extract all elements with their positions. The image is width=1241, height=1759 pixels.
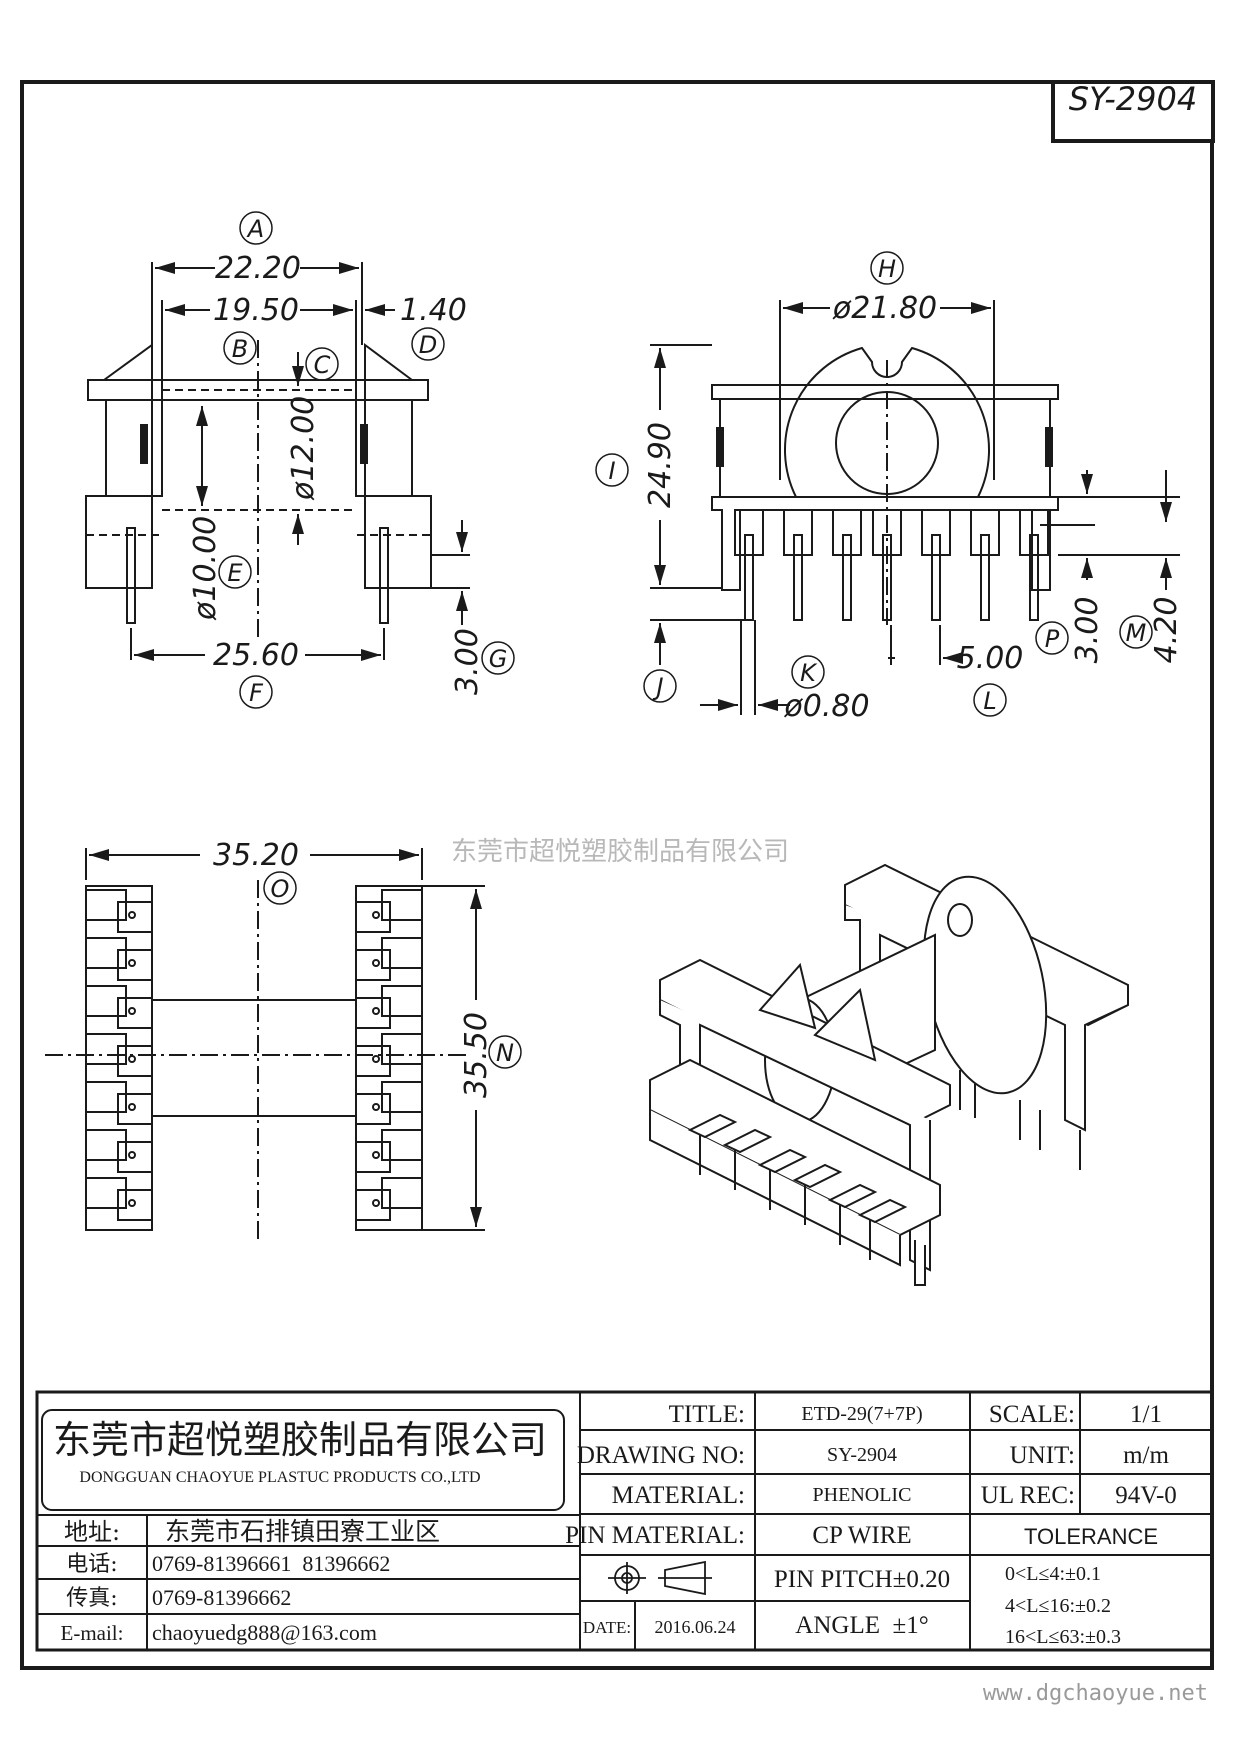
dim-p-value: 3.00 [1070,597,1105,664]
website-watermark: www.dgchaoyue.net [983,1681,1208,1706]
dim-c-value: ø12.00 [286,396,321,501]
front-view-dims: 22.20 19.50 1.40 ø12.00 ø10.00 25.60 3.0… [188,251,485,695]
unit-value: m/m [1123,1442,1169,1469]
label-g: G [489,645,508,673]
ul-rec-label: UL REC: [981,1482,1075,1509]
front-view-labels [218,211,515,709]
dim-b-value: 19.50 [213,293,299,328]
side-view-labels [595,251,1153,717]
dim-o-value: 35.20 [213,838,299,873]
tolerance-range-3: 16<L≤63:±0.3 [1005,1626,1121,1648]
ul-rec-value: 94V-0 [1115,1482,1177,1509]
dim-d-value: 1.40 [400,293,467,328]
isometric-view [649,863,1129,1286]
side-view-dims: ø21.80 24.90 ø0.80 5.00 3.00 4.20 [643,291,1184,724]
address-value: 东莞市石排镇田寮工业区 [165,1517,440,1546]
label-h: H [878,255,896,283]
tolerance-range-1: 0<L≤4:±0.1 [1005,1563,1101,1585]
company-name-en: DONGGUAN CHAOYUE PLASTUC PRODUCTS CO.,LT… [79,1469,480,1486]
date-value: 2016.06.24 [655,1617,736,1637]
fax-label: 传真: [66,1586,117,1611]
dim-f-value: 25.60 [213,638,299,673]
fax-value: 0769-81396662 [152,1585,291,1610]
watermark: 东莞市超悦塑胶制品有限公司 [451,837,789,867]
label-m: M [1126,619,1147,647]
material-value: PHENOLIC [813,1484,912,1506]
dim-h-value: ø21.80 [832,291,937,326]
front-view [85,262,470,661]
label-a: A [246,215,264,243]
dim-e-value: ø10.00 [188,516,223,621]
email-label: E-mail: [61,1621,124,1645]
company-name-cn: 东莞市超悦塑胶制品有限公司 [53,1418,547,1462]
dim-k-value: ø0.80 [783,689,869,724]
sheet-border [20,80,1214,1670]
date-label: DATE: [583,1618,631,1637]
pin-pitch: PIN PITCH±0.20 [774,1566,950,1593]
bottom-view [45,848,485,1240]
side-view [650,300,1180,715]
label-k: K [800,659,818,687]
drawing-code-box: SY-2904 [1051,80,1215,143]
email-value: chaoyuedg888@163.com [152,1620,377,1645]
tolerance-label: TOLERANCE [1024,1524,1158,1549]
title-block-text: 东莞市超悦塑胶制品有限公司 DONGGUAN CHAOYUE PLASTUC P… [53,1401,1177,1648]
label-n: N [496,1039,514,1067]
scale-label: SCALE: [989,1401,1075,1428]
phone-label: 电话: [66,1552,117,1577]
label-j: J [652,673,663,701]
dim-i-value: 24.90 [643,422,678,508]
drawing-no-label: DRAWING NO: [577,1442,745,1469]
pin-material-value: CP WIRE [812,1522,911,1549]
label-p: P [1045,625,1060,653]
title-block [35,1390,1214,1652]
address-label: 地址: [64,1518,120,1546]
drawing-code: SY-2904 [1069,80,1197,118]
label-l: L [983,687,996,715]
title-value: ETD-29(7+7P) [801,1403,922,1425]
tolerance-range-2: 4<L≤16:±0.2 [1005,1595,1111,1617]
label-e: E [227,559,243,587]
drawing-no-value: SY-2904 [827,1444,897,1466]
label-b: B [232,335,248,363]
pin-material-label: PIN MATERIAL: [565,1522,745,1549]
label-d: D [419,331,437,359]
angle-tolerance: ANGLE ±1° [795,1612,928,1639]
scale-value: 1/1 [1130,1401,1162,1428]
dim-a-value: 22.20 [215,251,301,286]
dim-g-value: 3.00 [450,628,485,695]
label-i: I [608,457,615,485]
unit-label: UNIT: [1010,1442,1075,1469]
dim-n-value: 35.50 [459,1012,494,1098]
phone-value: 0769-81396661 81396662 [152,1551,390,1576]
label-c: C [314,351,331,379]
bottom-view-labels [263,871,522,1069]
dim-l-value: 5.00 [957,641,1024,676]
projection-symbol-icon [608,1560,712,1596]
title-label: TITLE: [669,1401,745,1428]
dim-m-value: 4.20 [1149,597,1184,664]
material-label: MATERIAL: [612,1482,745,1509]
label-f: F [249,679,264,707]
label-o: O [271,875,290,903]
